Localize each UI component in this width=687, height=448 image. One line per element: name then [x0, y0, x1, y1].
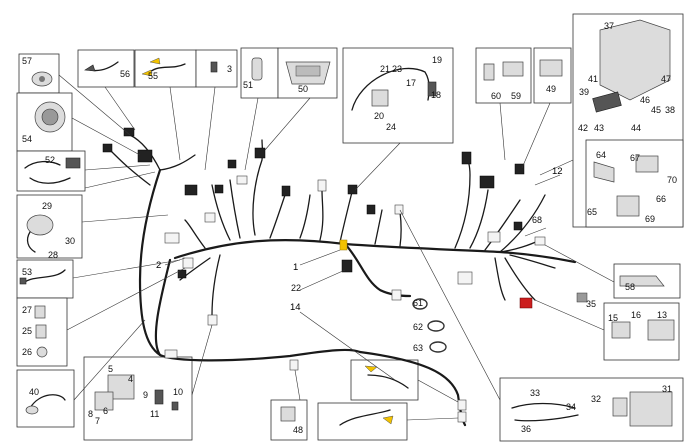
label-60: 60	[491, 91, 501, 101]
label-27: 27	[22, 305, 32, 315]
label-65: 65	[587, 207, 597, 217]
label-41: 41	[588, 74, 598, 84]
label-44: 44	[631, 123, 641, 133]
label-20: 20	[374, 111, 384, 121]
label-47: 47	[661, 74, 671, 84]
label-53: 53	[22, 267, 32, 277]
label-12: 12	[552, 166, 563, 177]
label-4: 4	[128, 374, 133, 384]
label-57: 57	[22, 56, 32, 66]
label-3: 3	[227, 64, 232, 74]
label-24: 24	[386, 122, 396, 132]
label-23: 23	[392, 64, 402, 74]
label-61: 61	[413, 298, 423, 308]
label-69: 69	[645, 214, 655, 224]
harness-connectors	[102, 127, 546, 423]
label-52: 52	[45, 155, 55, 165]
part-number-labels: 1 2 3 4 5 6 7 8 9 10 11 12 13 14 15 16 1…	[22, 21, 677, 435]
label-19: 19	[432, 55, 442, 65]
label-39: 39	[579, 87, 589, 97]
label-18: 18	[431, 90, 441, 100]
label-5: 5	[108, 364, 113, 374]
label-2: 2	[156, 260, 161, 271]
label-6: 6	[103, 406, 108, 416]
label-38: 38	[665, 105, 675, 115]
label-25: 25	[22, 326, 32, 336]
label-13: 13	[657, 310, 667, 320]
label-35: 35	[586, 299, 596, 309]
label-56: 56	[120, 69, 130, 79]
label-64: 64	[596, 150, 606, 160]
cable-clips	[412, 298, 447, 353]
label-54: 54	[22, 134, 32, 144]
label-37: 37	[604, 21, 614, 31]
label-66: 66	[656, 194, 666, 204]
label-8: 8	[88, 409, 93, 419]
label-11: 11	[150, 409, 159, 419]
label-42: 42	[578, 123, 588, 133]
label-68: 68	[532, 215, 542, 225]
label-14: 14	[290, 302, 301, 313]
label-30: 30	[65, 236, 75, 246]
label-59: 59	[511, 91, 521, 101]
label-15: 15	[608, 313, 618, 323]
label-45: 45	[651, 105, 661, 115]
label-36: 36	[521, 424, 531, 434]
leader-lines	[58, 74, 615, 421]
label-17: 17	[406, 78, 416, 88]
label-22: 22	[291, 283, 301, 293]
label-51: 51	[243, 80, 253, 90]
label-21: 21	[380, 64, 390, 74]
label-9: 9	[143, 390, 148, 400]
label-7: 7	[95, 416, 100, 426]
label-48: 48	[293, 425, 303, 435]
label-32: 32	[591, 394, 601, 404]
label-63: 63	[413, 343, 423, 353]
label-26: 26	[22, 347, 32, 357]
label-49: 49	[546, 84, 556, 94]
label-34: 34	[566, 402, 576, 412]
label-55: 55	[148, 71, 158, 81]
label-43: 43	[594, 123, 604, 133]
label-50: 50	[298, 84, 308, 94]
label-28: 28	[48, 250, 58, 260]
label-40: 40	[29, 387, 39, 397]
label-70: 70	[667, 175, 677, 185]
label-62: 62	[413, 322, 423, 332]
label-29: 29	[42, 201, 52, 211]
label-33: 33	[530, 388, 540, 398]
label-46: 46	[640, 95, 650, 105]
label-31: 31	[662, 384, 672, 394]
label-58: 58	[625, 282, 635, 292]
label-67: 67	[630, 153, 640, 163]
label-16: 16	[631, 310, 641, 320]
label-1: 1	[293, 262, 298, 273]
part-sketches	[19, 19, 675, 427]
label-10: 10	[173, 387, 183, 397]
